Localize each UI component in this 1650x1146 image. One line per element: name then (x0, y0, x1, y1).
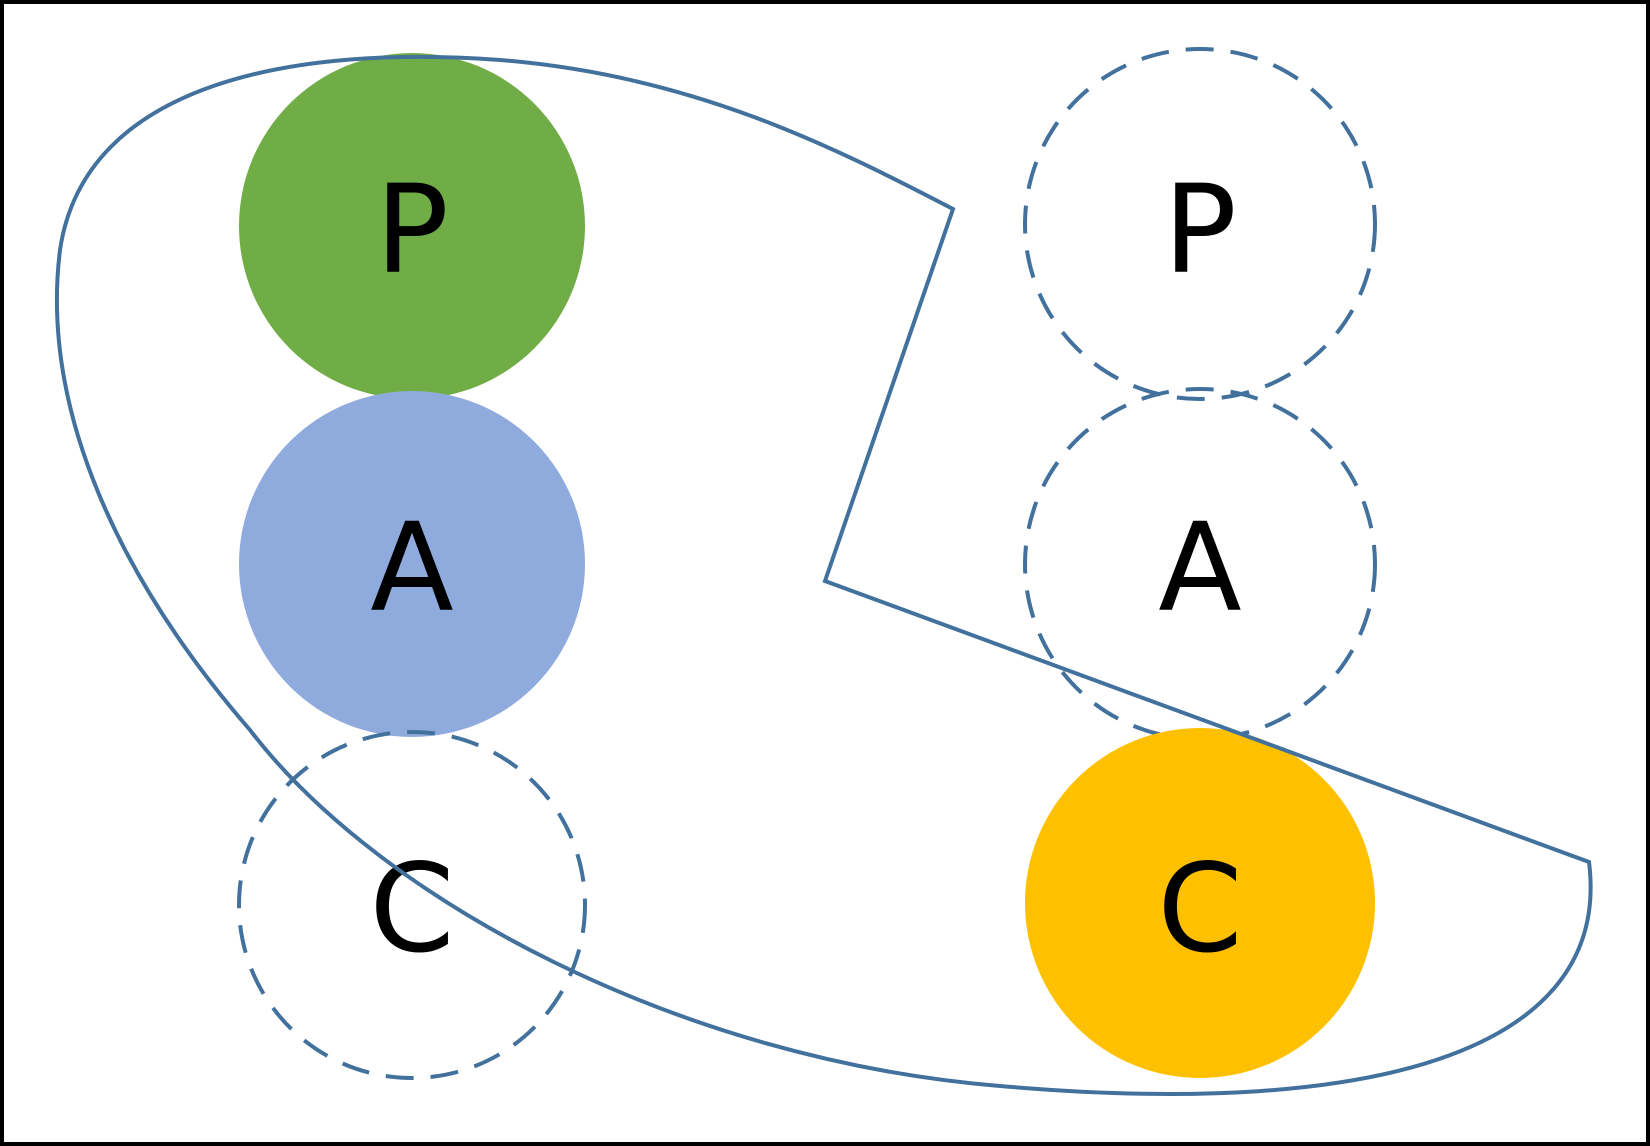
node-right-c: C (1025, 728, 1375, 1078)
node-left-c-circle (237, 730, 587, 1080)
node-left-p-label: P (375, 159, 449, 301)
node-left-a-circle (239, 391, 585, 737)
node-left-c: C (237, 730, 587, 1080)
node-right-p: P (1023, 47, 1377, 401)
node-left-a: A (239, 391, 585, 737)
node-left-a-label: A (370, 497, 453, 639)
node-right-p-label: P (1163, 159, 1237, 301)
node-right-a-label: A (1158, 497, 1241, 639)
node-right-c-label: C (1157, 838, 1242, 980)
grouping-outline (55, 54, 1593, 1096)
node-left-p: P (239, 53, 585, 399)
node-left-c-label: C (369, 838, 454, 980)
node-left-p-circle (239, 53, 585, 399)
node-right-c-circle (1025, 728, 1375, 1078)
node-right-p-circle (1023, 47, 1377, 401)
